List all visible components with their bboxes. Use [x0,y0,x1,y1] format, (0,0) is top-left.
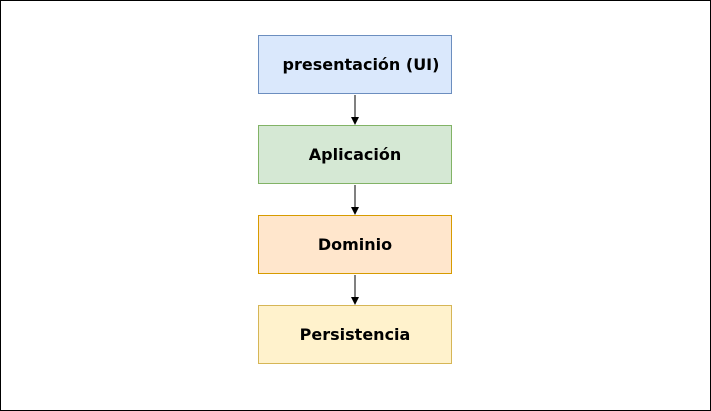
layer-aplicacion-label: Aplicación [308,145,402,164]
layer-persistencia: Persistencia [258,305,452,364]
layer-aplicacion: Aplicación [258,125,452,184]
layer-persistencia-label: Persistencia [299,325,411,344]
layer-dominio: Dominio [258,215,452,274]
layer-presentacion-label: presentación (UI) [282,55,440,74]
layer-dominio-label: Dominio [317,235,393,254]
layer-presentacion: presentación (UI) [258,35,452,94]
